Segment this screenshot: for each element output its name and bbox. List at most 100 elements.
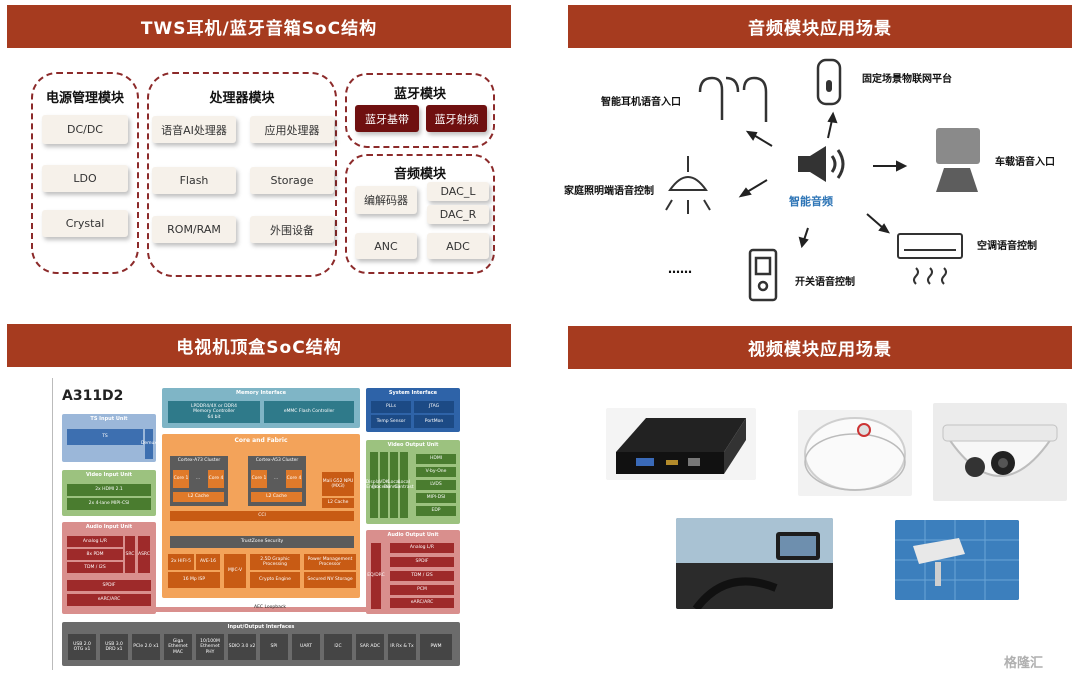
core-title: Core and Fabric <box>234 437 288 444</box>
audio-scene-header: 音频模块应用场景 <box>568 5 1072 48</box>
npu-l2: L2 Cache <box>322 498 354 508</box>
vout-side-1: VDK Processing <box>372 452 396 518</box>
io-0: USB 2.0 OTG x1 <box>68 634 96 660</box>
npu-block: Mali G52 NPU (MX3) <box>322 472 354 496</box>
ain-src: SRC <box>125 536 135 573</box>
aout-analog: Analog L/R <box>390 543 454 553</box>
chip-name: A311D2 <box>62 388 124 404</box>
a73-core4: Core 4 <box>208 470 224 488</box>
blk-crypto: Crypto Engine <box>250 572 300 588</box>
chip-dcdc: DC/DC <box>42 115 128 144</box>
soc-frame <box>52 378 462 670</box>
processor-module-title: 处理器模块 <box>209 91 275 106</box>
chip-app-processor: 应用处理器 <box>250 116 334 143</box>
chip-ldo: LDO <box>42 165 128 192</box>
smart-audio-label: 智能音频 <box>789 195 833 208</box>
a53-core1: Core 1 <box>251 470 267 488</box>
aout-spdif: SPDIF <box>390 557 454 567</box>
chip-crystal: Crystal <box>42 210 128 237</box>
vout-edp: EDP <box>416 506 456 516</box>
ain-pdm: 8x PDM <box>67 549 123 560</box>
audio-scene-drawing <box>665 58 980 302</box>
car-mount-icon <box>936 128 980 192</box>
audio-output-unit: Audio Output Unit EQ/DRC Analog L/R SPDI… <box>366 530 460 614</box>
a53-core4: Core 4 <box>286 470 302 488</box>
blk-nvstorage: Secured NV Storage <box>304 572 356 588</box>
tv-soc-header: 电视机顶盒SoC结构 <box>7 324 511 367</box>
vin-mipi: 2x 4-lane MIPI-CSI <box>67 498 151 510</box>
io-10: IR Rx & Tx <box>388 634 416 660</box>
vout-vbyone: V-by-One <box>416 467 456 477</box>
chip-adc: ADC <box>427 233 489 259</box>
io-5: SDIO 3.0 x2 <box>228 634 256 660</box>
video-output-title: Video Output Unit <box>387 442 439 448</box>
video-output-unit: Video Output Unit Display Engine VDK Pro… <box>366 440 460 524</box>
blk-hifi: 2x HIFI-5 <box>168 554 194 570</box>
arrows <box>738 111 908 249</box>
robot-vacuum-image <box>798 410 912 496</box>
aout-tdm: TDM / I2S <box>390 571 454 581</box>
set-top-box-image <box>606 408 756 480</box>
power-module-title: 电源管理模块 <box>45 91 124 106</box>
audio-output-title: Audio Output Unit <box>387 532 439 538</box>
core-and-fabric: Core and Fabric Cortex-A73 Cluster Corte… <box>162 434 360 598</box>
chip-anc: ANC <box>355 233 417 259</box>
vout-side-3: Local Contrast <box>394 452 414 518</box>
air-conditioner-icon <box>897 233 963 285</box>
bluetooth-module-title: 蓝牙模块 <box>393 87 446 102</box>
audio-module-title: 音频模块 <box>393 167 446 182</box>
blk-isp: 16 Mp ISP <box>168 572 220 588</box>
audio-module-group <box>345 154 495 274</box>
a53-dots: … <box>273 476 279 482</box>
aout-earc: eARC/ARC <box>390 598 454 608</box>
label-ac: 空调语音控制 <box>977 241 1037 252</box>
sys-jtag: JTAG <box>414 401 454 413</box>
io-7: UART <box>292 634 320 660</box>
vout-lvds: LVDS <box>416 480 456 490</box>
aout-eqdrc: EQ/DRC <box>367 543 385 609</box>
video-input-title: Video Input Unit <box>85 472 133 478</box>
io-interfaces: Input/Output Interfaces USB 2.0 OTG x1 U… <box>62 622 460 666</box>
ain-spdif: SPDIF <box>67 580 151 591</box>
lamp-icon <box>665 156 711 214</box>
chip-voice-ai: 语音AI处理器 <box>152 116 236 143</box>
audio-input-unit: Audio Input Unit Analog L/R 8x PDM TDM /… <box>62 522 156 614</box>
vin-hdmi: 2x HDMI 2.1 <box>67 484 151 496</box>
io-4: 10/100M Ethernet PHY <box>196 634 224 660</box>
processor-module-group <box>147 72 337 277</box>
ts-input-title: TS Input Unit <box>90 416 128 422</box>
blk-ave: AVE-16 <box>196 554 220 570</box>
io-9: SAR ADC <box>356 634 384 660</box>
watermark: 格隆汇 <box>1004 656 1044 671</box>
chip-peripherals: 外围设备 <box>250 216 334 243</box>
video-scene-header: 视频模块应用场景 <box>568 326 1072 369</box>
label-lighting: 家庭照明端语音控制 <box>564 186 654 197</box>
io-8: I2C <box>324 634 352 660</box>
aec-loopback-label: AEC Loopback <box>254 605 286 611</box>
chip-dac-l: DAC_L <box>427 182 489 201</box>
sys-temp: Temp Sensor <box>371 415 411 428</box>
io-1: USB 3.0 DRD x1 <box>100 634 128 660</box>
ain-tdm: TDM / I2S <box>67 562 123 573</box>
a73-dots: … <box>195 476 201 482</box>
label-more: …… <box>668 262 692 276</box>
a53-l2: L2 Cache <box>251 492 302 502</box>
io-11: PWM <box>420 634 452 660</box>
blk-pmp: Power Management Processor <box>304 554 356 570</box>
memory-controller: LPDDR4/4X or DDR4 Memory Controller 64 b… <box>168 401 260 423</box>
earphone-icon <box>698 76 768 122</box>
emmc-controller: eMMC Flash Controller <box>264 401 354 423</box>
label-earphone: 智能耳机语音入口 <box>601 97 681 108</box>
bluetooth-module-group <box>345 73 495 148</box>
tws-header: TWS耳机/蓝牙音箱SoC结构 <box>7 5 511 48</box>
io-title: Input/Output Interfaces <box>227 624 295 630</box>
vout-mipi: MIPI-DSI <box>416 493 456 503</box>
ts-input-unit: TS Input Unit TS Demux <box>62 414 157 462</box>
aec-loopback-bar <box>156 607 368 612</box>
memory-interface: Memory Interface LPDDR4/4X or DDR4 Memor… <box>162 388 360 428</box>
label-iot: 固定场景物联网平台 <box>862 74 952 85</box>
sys-plls: PLLs <box>371 401 411 413</box>
io-3: Giga Ethernet MAC <box>164 634 192 660</box>
vout-side-2: Local Dimming <box>384 452 404 518</box>
system-interface: System Interface PLLs JTAG Temp Sensor P… <box>366 388 460 432</box>
